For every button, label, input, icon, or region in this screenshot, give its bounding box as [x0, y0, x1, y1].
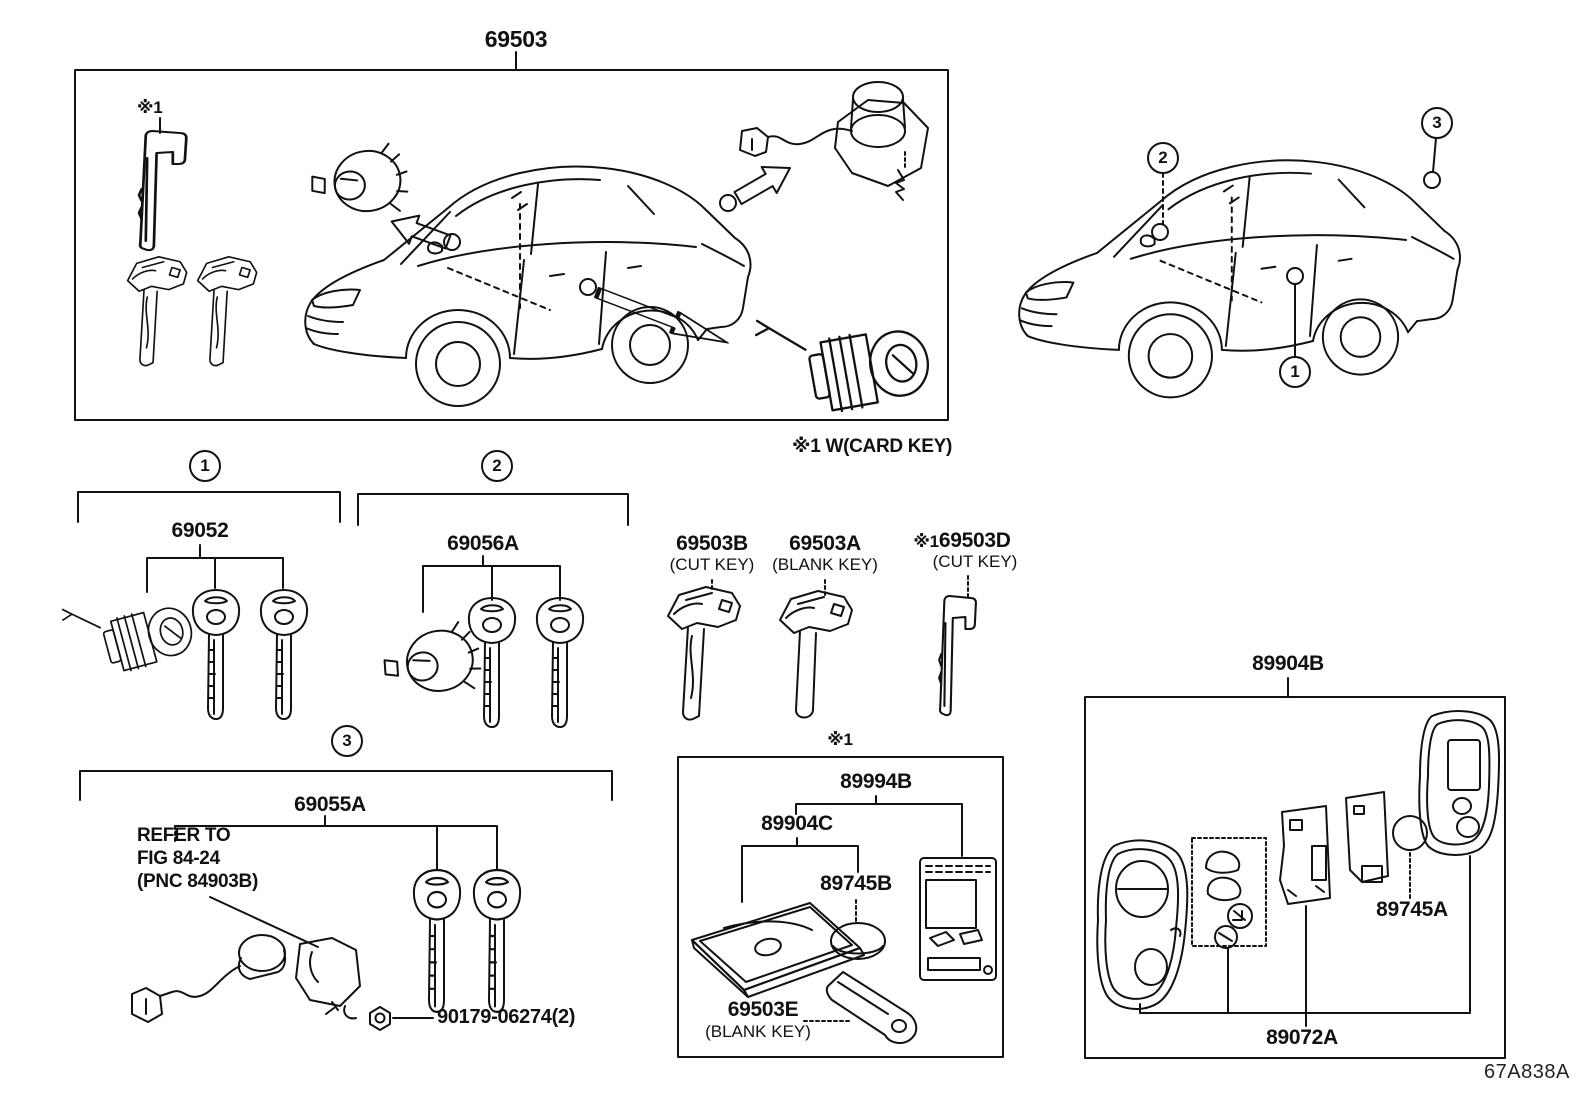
group3-keys-drawing	[412, 868, 522, 1014]
card-battery-drawing	[830, 922, 886, 960]
callout-2-section: 2	[481, 450, 513, 482]
ignition-lock-drawing	[739, 81, 929, 201]
part-label-89745B: 89745B	[820, 872, 892, 895]
car-2	[1018, 137, 1461, 399]
smart-key-cover-drawing	[1418, 710, 1501, 856]
smart-key-fob-drawing	[1096, 839, 1189, 1010]
callout-1-car: 1	[1279, 356, 1311, 388]
part-label-69503: 69503	[484, 26, 548, 52]
part-label-69503E: 69503E	[727, 998, 799, 1021]
key-69503B-drawing	[668, 587, 740, 720]
door-lock-arrow	[594, 282, 731, 352]
ignition-switch-drawing	[131, 934, 361, 1023]
smart-blade-keys-drawing	[128, 257, 257, 366]
refer-note-line3: (PNC 84903B)	[137, 871, 259, 892]
glove-lock-drawing	[306, 140, 413, 224]
part-label-89994B: 89994B	[840, 770, 912, 793]
card-key-note-main: ※1	[137, 98, 163, 117]
group1-parts-drawing	[59, 577, 309, 720]
smart-key-box-outline	[1084, 677, 1506, 1059]
key-kind-69503B: (CUT KEY)	[669, 555, 755, 574]
part-label-90179-06274: 90179-06274(2)	[437, 1006, 576, 1028]
key-69503D-drawing	[938, 594, 977, 717]
part-label-69052: 69052	[171, 519, 229, 542]
part-label-89072A: 89072A	[1266, 1026, 1338, 1049]
callout-1-section: 1	[189, 450, 221, 482]
card-key-box-brackets	[741, 795, 963, 1022]
group1-bracket	[77, 491, 341, 593]
group3-bracket	[79, 770, 613, 948]
refer-note-line1: REFER TO	[137, 825, 231, 846]
part-label-69503A: 69503A	[789, 532, 861, 555]
figure-code: 67A838A	[1484, 1061, 1570, 1083]
card-blank-key-drawing	[825, 971, 918, 1044]
smart-key-battery-drawing	[1392, 815, 1428, 900]
card-key-note-69503D: ※1	[913, 532, 939, 551]
callout-3-car: 3	[1421, 107, 1453, 139]
smart-key-board-drawing	[1279, 805, 1331, 905]
refer-note-line2: FIG 84-24	[137, 848, 220, 869]
car-1	[304, 165, 752, 407]
nut-icon	[369, 1006, 434, 1031]
callout-3-section: 3	[331, 725, 363, 757]
card-key-box-outline	[677, 756, 1004, 1058]
smart-key-plate-drawing	[1345, 791, 1389, 883]
group2-parts-drawing	[377, 597, 585, 728]
ignition-lock-arrow	[729, 154, 799, 212]
smart-key-box-connectors	[1139, 855, 1471, 1027]
key-kind-69503D: (CUT KEY)	[932, 552, 1018, 571]
card-transmitter-board-drawing	[919, 857, 997, 981]
footnote-card-key: ※1 W(CARD KEY)	[792, 436, 952, 457]
part-label-69055A: 69055A	[294, 793, 366, 816]
main-box-outline	[74, 51, 949, 421]
part-label-69503B: 69503B	[676, 532, 748, 555]
key-kind-69503E: (BLANK KEY)	[705, 1022, 811, 1041]
part-label-69056A: 69056A	[447, 532, 519, 555]
smart-key-button-panel-drawing	[1191, 837, 1267, 949]
card-key-drawing	[691, 902, 865, 998]
group2-bracket	[357, 493, 629, 613]
part-label-89904C: 89904C	[761, 812, 833, 835]
callout-2-car: 2	[1147, 142, 1179, 174]
card-key-box-note: ※1	[827, 730, 853, 749]
part-label-89745A: 89745A	[1376, 898, 1448, 921]
key-kind-69503A: (BLANK KEY)	[772, 555, 878, 574]
part-label-69503D: ※169503D	[913, 529, 1011, 552]
door-lock-drawing	[752, 291, 935, 425]
emergency-key-drawing	[137, 129, 188, 252]
part-label-89904B: 89904B	[1252, 652, 1324, 675]
key-69503A-drawing	[780, 591, 852, 718]
